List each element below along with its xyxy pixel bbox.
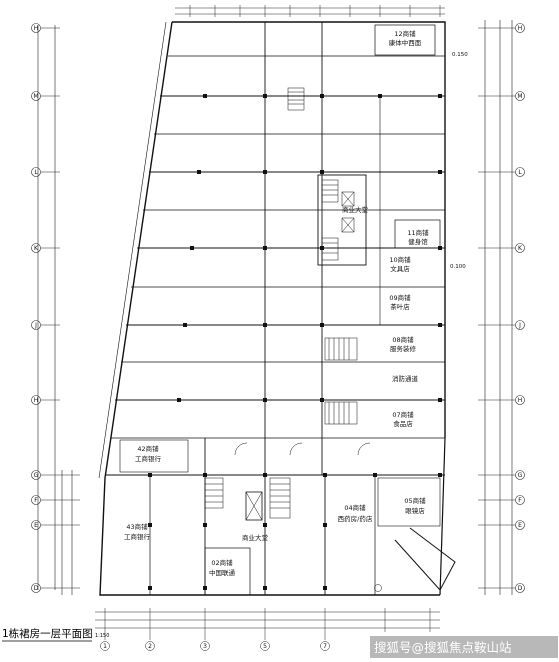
room-09-name: 茶叶店 — [390, 302, 410, 311]
row-axis-label: H — [34, 25, 39, 32]
row-axis-label: M — [33, 93, 38, 100]
row-axis-label: L — [34, 169, 38, 176]
room-43-number: 43商铺 — [126, 522, 148, 531]
row-axis-label: D — [34, 585, 39, 592]
stairs-and-cores — [204, 87, 382, 592]
row-axis-label: G — [34, 472, 39, 479]
room-04-name: 西药房/药店 — [338, 514, 373, 523]
room-12-name: 康体中西面 — [389, 38, 422, 47]
column-axis-label: 2 — [148, 643, 152, 650]
room-43-name: 工商银行 — [124, 532, 151, 541]
room-04-number: 04商铺 — [344, 503, 366, 512]
row-axis-label: D — [518, 585, 523, 592]
room-11-name: 健身馆 — [408, 237, 428, 246]
room-09-number: 09商铺 — [389, 293, 411, 302]
room-05-name: 眼镜店 — [405, 506, 425, 515]
row-axis-label: J — [34, 322, 37, 329]
room-10-number: 10商铺 — [389, 255, 411, 264]
room-42-number: 42商铺 — [137, 444, 159, 453]
room-08-name: 服务装修 — [390, 344, 417, 353]
row-axis-label: H — [34, 397, 39, 404]
room-07-name: 食品店 — [393, 419, 413, 428]
room-05-number: 05商铺 — [404, 496, 426, 505]
room-labels: 12商铺 康体中西面 11商铺 健身馆 10商铺 文具店 09商铺 茶叶店 08… — [124, 29, 429, 577]
room-11-number: 11商铺 — [407, 228, 429, 237]
watermark-text: 搜狐号@搜狐焦点鞍山站 — [374, 640, 512, 655]
level-mark: 0.150 — [452, 52, 468, 58]
row-axis-label: F — [34, 497, 38, 504]
bottom-column-axis-labels: 1 2 3 5 7 — [103, 643, 327, 650]
left-row-axes — [31, 23, 80, 595]
room-07-number: 07商铺 — [392, 410, 414, 419]
watermark: 搜狐号@搜狐焦点鞍山站 — [370, 636, 558, 658]
drawing-title: 1栋裙房一层平面图 — [2, 627, 93, 640]
level-mark: 0.100 — [450, 264, 466, 270]
column-axis-label: 7 — [323, 643, 327, 650]
corridor-label: 消防通道 — [392, 374, 419, 383]
row-axis-label: K — [34, 245, 39, 252]
row-axis-label: G — [518, 472, 523, 479]
row-axis-label: E — [34, 522, 38, 529]
column-axis-label: 5 — [263, 643, 267, 650]
row-axis-label: J — [518, 322, 521, 329]
room-08-number: 08商铺 — [392, 335, 414, 344]
left-row-axis-labels: H M L K J H G F E D — [33, 25, 39, 592]
row-axis-label: H — [518, 397, 523, 404]
structural-columns — [148, 94, 442, 590]
column-axis-label: 1 — [103, 643, 107, 650]
room-02-number: 02商铺 — [211, 558, 233, 567]
drawing-title-block: 1栋裙房一层平面图 1:150 — [2, 627, 109, 642]
lower-lobby-label: 商业大堂 — [242, 533, 269, 542]
row-axis-label: E — [518, 522, 522, 529]
level-marks: 0.150 0.100 — [450, 52, 468, 270]
upper-lobby-label: 商业大堂 — [342, 205, 369, 214]
row-axis-label: H — [518, 25, 523, 32]
bottom-dimension-strip — [95, 608, 440, 651]
row-axis-label: K — [518, 245, 523, 252]
row-axis-label: M — [517, 93, 522, 100]
room-42-name: 工商银行 — [135, 454, 162, 463]
top-dimension-strip — [175, 5, 445, 17]
room-10-name: 文具店 — [390, 264, 410, 273]
drawing-scale: 1:150 — [95, 633, 109, 639]
room-02-name: 中国联通 — [209, 568, 236, 577]
row-axis-label: L — [518, 169, 522, 176]
row-axis-label: F — [518, 497, 522, 504]
right-row-axis-labels: H M L K J H G F E D — [517, 25, 523, 592]
room-12-number: 12商铺 — [394, 29, 416, 38]
column-axis-label: 3 — [203, 643, 207, 650]
right-row-axes — [478, 20, 525, 595]
